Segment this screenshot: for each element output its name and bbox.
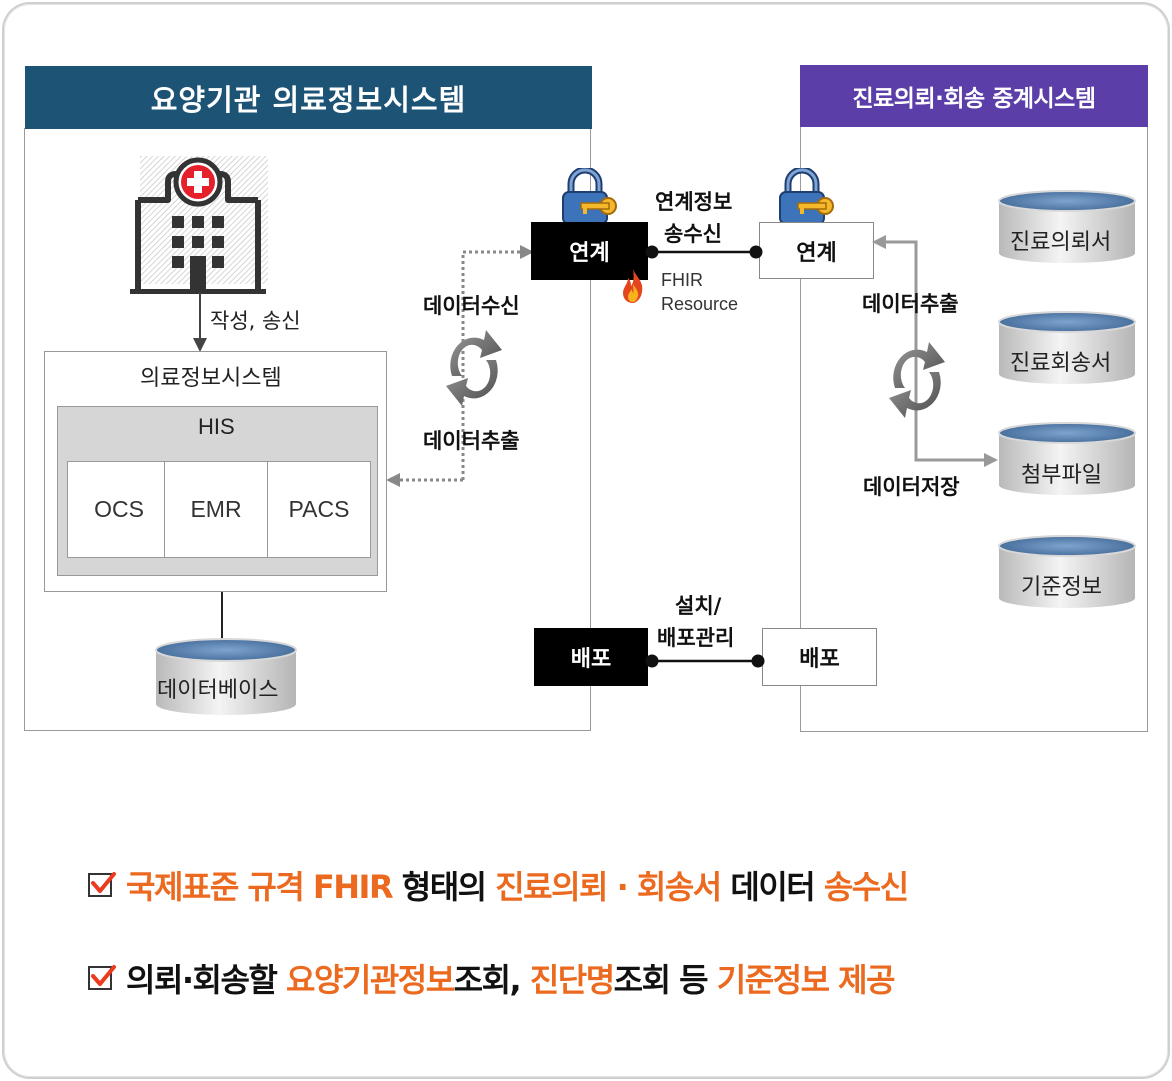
module-pacs: PACS xyxy=(267,461,371,558)
link-info-line2: 송수신 xyxy=(664,222,722,246)
database-icon-return xyxy=(998,311,1136,384)
his-label: HIS xyxy=(198,414,235,439)
bullet-1-part-2: 진료의뢰 · 회송서 xyxy=(495,868,722,906)
data-receive-label: 데이터수신 xyxy=(423,294,520,318)
data-extract-right-label: 데이터추출 xyxy=(862,292,959,316)
bullet-2-part-0: 의뢰·회송할 xyxy=(126,961,286,999)
bullet-2-part-1: 요양기관정보 xyxy=(286,961,455,999)
dotted-flow-arrows xyxy=(386,245,534,487)
right-system-title: 진료의뢰·회송 중계시스템 xyxy=(800,65,1148,127)
fhir-line1: FHIR xyxy=(661,270,703,290)
medical-info-system-label: 의료정보시스템 xyxy=(140,366,282,391)
fire-icon xyxy=(623,269,643,303)
db-label-standard: 기준정보 xyxy=(1021,575,1102,600)
link-info-line1: 연계정보 xyxy=(655,190,733,214)
install-line2: 배포관리 xyxy=(657,626,735,650)
data-extract-left-label: 데이터추출 xyxy=(423,429,520,453)
module-ocs: OCS xyxy=(67,461,171,558)
bullet-1: 국제표준 규격 FHIR 형태의 진료의뢰 · 회송서 데이터 송수신 xyxy=(88,862,909,908)
refresh-arrows-icon-right xyxy=(889,342,945,418)
bullet-1-part-1: 형태의 xyxy=(392,868,496,906)
db-label-return: 진료회송서 xyxy=(1010,351,1112,376)
hospital-icon xyxy=(130,156,268,294)
db-label-referral: 진료의뢰서 xyxy=(1010,230,1112,255)
link-box-right: 연계 xyxy=(759,222,874,279)
deploy-connector xyxy=(645,654,765,668)
db-connector-line xyxy=(221,592,223,650)
link-connector xyxy=(645,245,763,259)
checkbox-icon xyxy=(88,965,116,990)
lock-key-icon-left xyxy=(562,168,617,225)
db-label-attachment: 첨부파일 xyxy=(1021,463,1102,488)
bullet-2-part-3: 진단명 xyxy=(529,961,615,999)
database-icon xyxy=(155,638,297,715)
database-icon-attachment xyxy=(998,422,1136,495)
checkbox-icon xyxy=(88,872,116,897)
database-icon-referral xyxy=(998,190,1136,263)
bullet-1-part-0: 국제표준 규격 FHIR xyxy=(126,868,394,906)
deploy-box-right: 배포 xyxy=(762,628,877,686)
bullet-2-part-2: 조회, xyxy=(453,961,530,999)
module-emr: EMR xyxy=(164,461,268,558)
arrow-down-icon xyxy=(193,292,207,352)
refresh-arrows-icon xyxy=(446,330,502,406)
database-icon-standard xyxy=(998,535,1136,608)
left-system-title: 요양기관 의료정보시스템 xyxy=(25,66,592,129)
bullet-2: 의뢰·회송할 요양기관정보 조회, 진단명 조회 등 기준정보 제공 xyxy=(88,955,896,1001)
install-line1: 설치/ xyxy=(675,594,722,618)
bullet-1-part-4: 송수신 xyxy=(823,868,909,906)
bullet-1-part-3: 데이터 xyxy=(720,868,824,906)
link-box-left: 연계 xyxy=(531,222,648,280)
bullet-2-part-5: 기준정보 제공 xyxy=(716,961,896,999)
lock-key-icon-right xyxy=(779,168,834,225)
fhir-line2: Resource xyxy=(661,294,739,314)
database-label: 데이터베이스 xyxy=(157,678,279,703)
data-store-label: 데이터저장 xyxy=(863,475,960,499)
write-send-label: 작성, 송신 xyxy=(210,309,301,333)
bullet-2-part-4: 조회 등 xyxy=(613,961,717,999)
deploy-box-left: 배포 xyxy=(534,628,648,686)
